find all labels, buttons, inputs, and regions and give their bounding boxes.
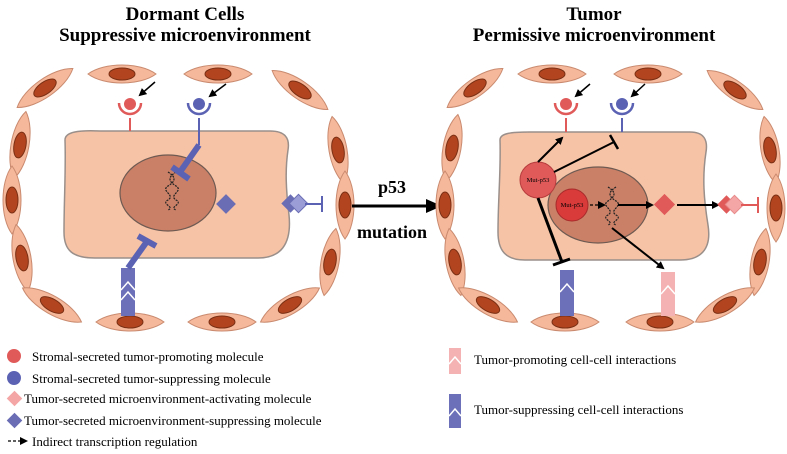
- left-blue-inhibition-top: [170, 131, 202, 182]
- left-arrow-red-ligand: [138, 81, 156, 97]
- left-blue-interaction-bottom: [120, 233, 158, 316]
- left-title-line2: Suppressive microenvironment: [59, 25, 311, 46]
- mut-p53-cytoplasm-label: Mut-p53: [527, 177, 550, 184]
- right-pink-interaction-bottom: [660, 272, 676, 316]
- left-red-receptor: [117, 98, 143, 131]
- right-red-receptor: [553, 98, 579, 132]
- legend-pink-diamond-icon: [6, 390, 23, 407]
- legend-blue-circle-icon: [7, 371, 21, 385]
- legend-suppressing-interactions: Tumor-suppressing cell-cell interactions: [474, 402, 683, 417]
- legend-stromal-suppressing: Stromal-secreted tumor-suppressing molec…: [32, 371, 271, 386]
- legend-blue-bar-icon: [449, 394, 461, 428]
- legend-purple-diamond-icon: [6, 412, 23, 429]
- right-title-line2: Permissive microenvironment: [473, 25, 716, 46]
- red-diamond-icon: [653, 193, 676, 216]
- legend-tumor-suppressing: Tumor-secreted microenvironment-suppress…: [24, 413, 322, 428]
- left-arrow-blue-ligand: [208, 83, 227, 98]
- mutp53-inhibits-blue-receptor: [553, 134, 620, 173]
- legend-red-circle-icon: [7, 349, 21, 363]
- right-title-line1: Tumor: [566, 4, 622, 25]
- left-purple-diamond-icon: [216, 194, 236, 214]
- dna-to-pink-interaction-arrow: [611, 227, 665, 270]
- legend: Stromal-secreted tumor-promoting molecul…: [6, 348, 683, 449]
- legend-promoting-interactions: Tumor-promoting cell-cell interactions: [474, 352, 676, 367]
- left-purple-receptor: [281, 193, 323, 214]
- mutp53-inhibits-bottom-blue: [536, 197, 571, 267]
- left-blue-receptor: [186, 98, 212, 131]
- mutp53-to-red-receptor-arrow: [537, 136, 564, 163]
- right-blue-interaction-bottom: [559, 270, 575, 316]
- legend-stromal-promoting: Stromal-secreted tumor-promoting molecul…: [32, 349, 264, 364]
- p53-label: p53: [378, 177, 406, 197]
- mut-p53-nucleus-label: Mut-p53: [561, 202, 584, 209]
- legend-tumor-activating: Tumor-secreted microenvironment-activati…: [24, 391, 312, 406]
- mutation-label: mutation: [357, 222, 427, 242]
- right-arrow-blue-ligand: [630, 83, 646, 98]
- mut-p53-nucleus: [555, 188, 589, 222]
- legend-indirect: Indirect transcription regulation: [32, 434, 198, 449]
- legend-pink-bar-icon: [449, 348, 461, 374]
- left-title-line1: Dormant Cells: [126, 4, 245, 25]
- right-pink-receptor: [717, 194, 759, 215]
- right-blue-receptor: [609, 98, 635, 132]
- right-arrow-red-ligand: [574, 83, 591, 98]
